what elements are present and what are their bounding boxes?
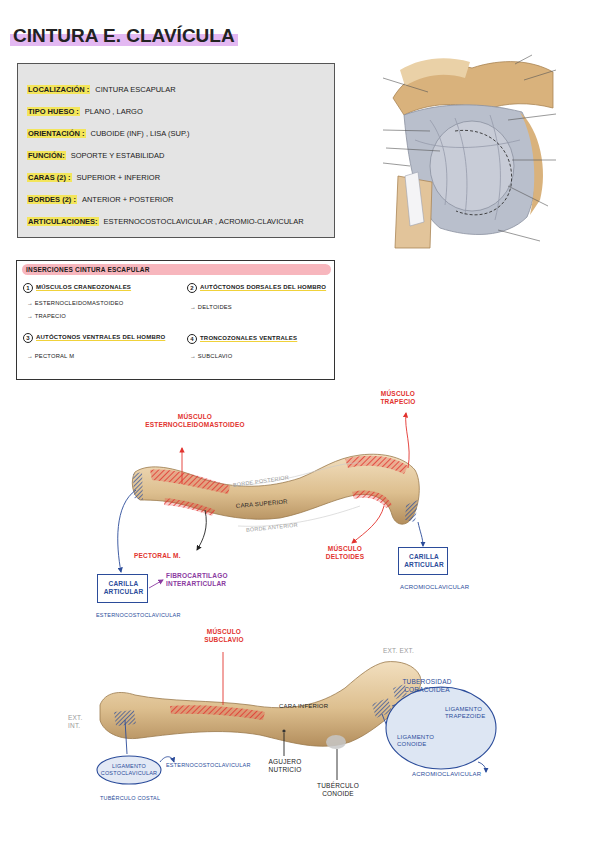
node-text: → TRAPECIO xyxy=(27,313,66,320)
field-value: SUPERIOR + INFERIOR xyxy=(77,173,161,182)
info-row: LOCALIZACIÓN : CINTURA ESCAPULAR xyxy=(27,77,176,96)
info-row: ORIENTACIÓN : CUBOIDE (INF) , LISA (SUP.) xyxy=(27,121,190,140)
field-key: ARTICULACIONES: xyxy=(27,217,99,226)
node-text: → PECTORAL M xyxy=(27,353,74,360)
node-text: CARILLA ARTICULAR xyxy=(399,553,449,569)
field-value: PLANO , LARGO xyxy=(85,107,143,116)
part-label: MÚSCULO SUBCLAVIO xyxy=(198,628,250,644)
ellipse-outline xyxy=(385,686,497,770)
part-label: FIBROCARTILAGO INTERARTICULAR xyxy=(166,572,246,588)
node-text: AUTÓCTONOS DORSALES DEL HOMBRO xyxy=(200,284,326,291)
part-label: MÚSCULO ESTERNOCLEIDOMASTOIDEO xyxy=(130,413,260,429)
info-row: FUNCIÓN: SOPORTE Y ESTABILIDAD xyxy=(27,143,164,162)
node-text: → ESTERNOCLEIDOMASTOIDEO xyxy=(27,300,124,307)
info-box: LOCALIZACIÓN : CINTURA ESCAPULAR TIPO HUES… xyxy=(17,63,335,238)
info-row: ARTICULACIONES: ESTERNOCOSTOCLAVICULAR , … xyxy=(27,209,304,228)
node-text: 2 xyxy=(187,283,197,293)
field-key: FUNCIÓN: xyxy=(27,151,66,160)
ligament-ellipse: LIGAMENTO COSTOCLAVICULARTUBÉRCULO COSTA… xyxy=(96,755,162,785)
facet-box: CARILLA ARTICULARACROMIOCLAVICULAR xyxy=(398,547,448,575)
leader-lines xyxy=(118,413,423,588)
part-label: BORDE ANTERIOR xyxy=(246,522,298,534)
field-value: CINTURA ESCAPULAR xyxy=(95,85,175,94)
field-value: SOPORTE Y ESTABILIDAD xyxy=(71,151,165,160)
node-text: TRONCOZONALES VENTRALES xyxy=(200,335,297,342)
node-text: CARILLA ARTICULAR xyxy=(98,580,149,596)
part-label: MÚSCULO DELTOIDES xyxy=(322,545,368,561)
node-text: LIGAMENTO COSTOCLAVICULAR xyxy=(100,763,158,776)
insertions-box: INSERCIONES CINTURA ESCAPULAR 1MÚSCULOS C… xyxy=(16,260,335,380)
node-text: → DELTOIDES xyxy=(190,304,232,311)
node-text: → SUBCLAVIO xyxy=(190,353,232,360)
info-row: BORDES (2) : ANTERIOR + POSTERIOR xyxy=(27,187,173,206)
node-text: INSERCIONES CINTURA ESCAPULAR xyxy=(22,264,331,275)
ligament-ellipse: LIGAMENTO TRAPEZOIDELIGAMENTO CONOIDE xyxy=(385,686,497,770)
node-text: 3 xyxy=(23,333,33,343)
clavicle-inferior-view xyxy=(100,662,421,749)
part-label: CARA SUPERIOR xyxy=(236,498,288,510)
field-key: CARAS (2) : xyxy=(27,173,72,182)
part-label: TUBEROSIDAD CORACOIDEA xyxy=(398,678,456,694)
part-label: ESTERNOCOSTOCLAVICULAR xyxy=(166,762,251,769)
clavicle-superior-view xyxy=(132,454,419,526)
facet-box: CARILLA ARTICULARESTERNOCOSTOCLAVICULAR xyxy=(97,574,148,603)
field-key: ORIENTACIÓN : xyxy=(27,129,86,138)
field-value: CUBOIDE (INF) , LISA (SUP.) xyxy=(91,129,190,138)
node-text: MÚSCULOS CRANEOZONALES xyxy=(36,284,131,291)
page-title: CINTURA E. CLAVÍCULA xyxy=(10,25,238,48)
part-label: MÚSCULO TRAPECIO xyxy=(374,390,422,406)
field-value: ESTERNOCOSTOCLAVICULAR , ACROMIO-CLAVICU… xyxy=(104,217,304,226)
node-text: 4 xyxy=(187,334,197,344)
field-key: LOCALIZACIÓN : xyxy=(27,85,90,94)
field-key: TIPO HUESO : xyxy=(27,107,80,116)
part-label: PECTORAL M. xyxy=(134,552,181,560)
node-text: ACROMIOCLAVICULAR xyxy=(400,584,469,591)
info-row: CARAS (2) : SUPERIOR + INFERIOR xyxy=(27,165,160,184)
part-label: CARA INFERIOR xyxy=(279,703,328,710)
node-text: TUBÉRCULO COSTAL xyxy=(100,795,160,802)
part-label: EXT. INT. xyxy=(68,714,86,730)
node-text: 1 xyxy=(23,283,33,293)
part-label: TUBÉRCULO CONOIDE xyxy=(316,782,360,798)
ellipse-shape xyxy=(97,756,161,784)
part-label: ACROMIOCLAVICULAR xyxy=(412,771,481,778)
node-text: LIGAMENTO TRAPEZOIDE xyxy=(445,706,493,720)
field-value: ANTERIOR + POSTERIOR xyxy=(82,195,173,204)
part-label: BORDE POSTERIOR xyxy=(233,474,290,488)
part-label: AGUJERO NUTRICIO xyxy=(264,758,306,774)
ellipse-shape xyxy=(386,687,496,769)
node-text: LIGAMENTO CONOIDE xyxy=(397,734,443,748)
node-text: AUTÓCTONOS VENTRALES DEL HOMBRO xyxy=(36,334,165,341)
shoulder-illustration xyxy=(383,55,556,248)
node-text: ESTERNOCOSTOCLAVICULAR xyxy=(96,612,181,619)
info-row: TIPO HUESO : PLANO , LARGO xyxy=(27,99,143,118)
part-label: EXT. EXT. xyxy=(383,647,414,655)
field-key: BORDES (2) : xyxy=(27,195,77,204)
